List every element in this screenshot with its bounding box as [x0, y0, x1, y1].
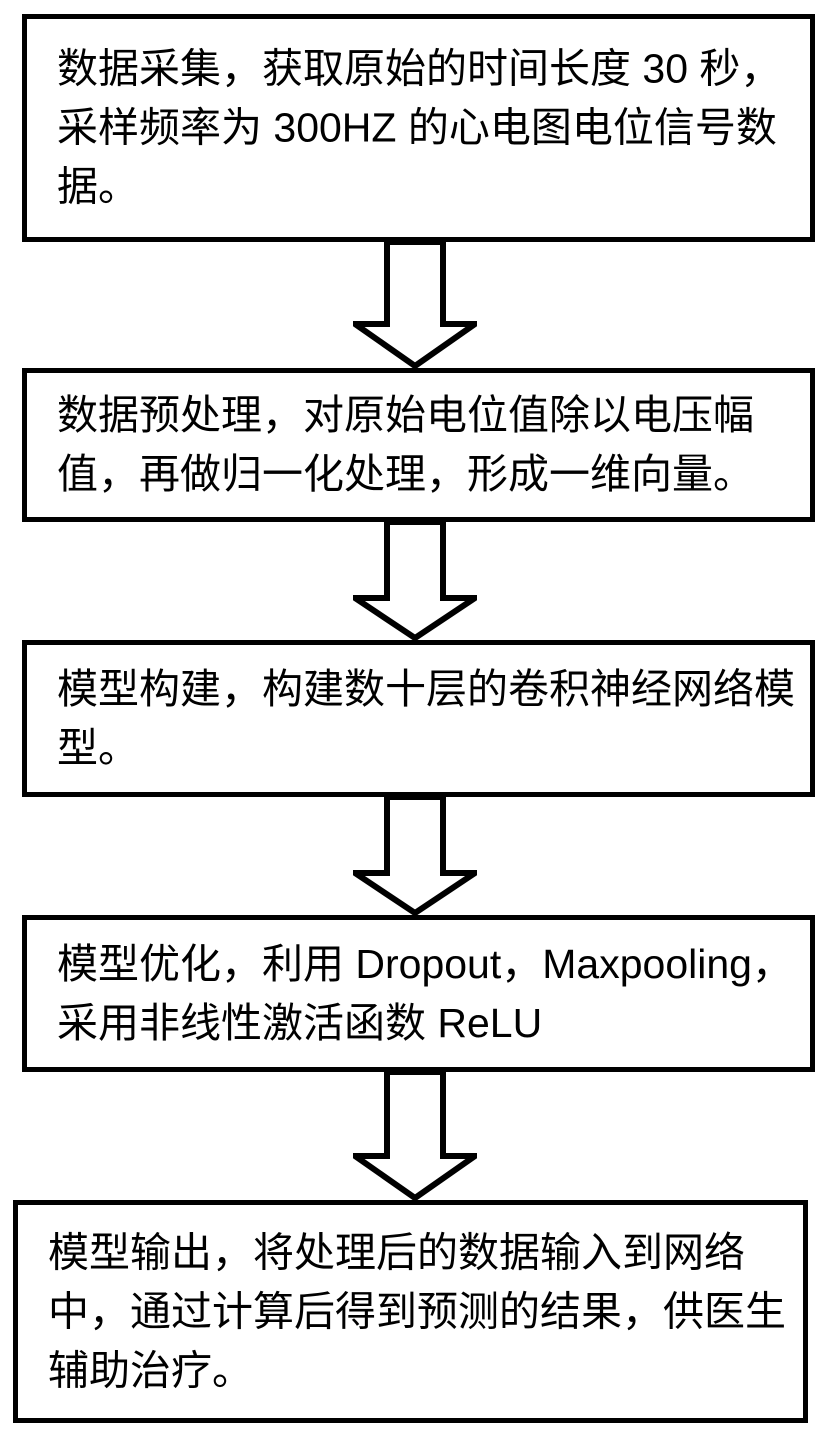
flow-node-label: 数据采集，获取原始的时间长度 30 秒，采样频率为 300HZ 的心电图电位信号… — [57, 45, 782, 210]
flow-node-model-optimization[interactable]: 模型优化，利用 Dropout，Maxpooling，采用非线性激活函数 ReL… — [22, 915, 815, 1072]
flow-node-label: 模型输出，将处理后的数据输入到网络中，通过计算后得到预测的结果，供医生辅助治疗。 — [48, 1229, 786, 1393]
arrow-down-icon — [353, 1072, 477, 1200]
flow-connector-arrow-down — [353, 1072, 477, 1200]
flow-connector-arrow-down — [353, 797, 477, 915]
arrow-down-icon — [353, 797, 477, 915]
flow-node-label: 数据预处理，对原始电位值除以电压幅值，再做归一化处理，形成一维向量。 — [57, 392, 754, 497]
flow-node-data-preprocessing[interactable]: 数据预处理，对原始电位值除以电压幅值，再做归一化处理，形成一维向量。 — [22, 368, 815, 522]
flow-connector-arrow-down — [353, 522, 477, 640]
flow-node-data-acquisition[interactable]: 数据采集，获取原始的时间长度 30 秒，采样频率为 300HZ 的心电图电位信号… — [22, 14, 815, 242]
flow-node-model-output[interactable]: 模型输出，将处理后的数据输入到网络中，通过计算后得到预测的结果，供医生辅助治疗。 — [13, 1200, 808, 1423]
flow-node-label: 模型优化，利用 Dropout，Maxpooling，采用非线性激活函数 ReL… — [57, 940, 793, 1046]
flow-node-label: 模型构建，构建数十层的卷积神经网络模型。 — [57, 665, 795, 771]
arrow-down-icon — [353, 522, 477, 640]
flow-node-model-construction[interactable]: 模型构建，构建数十层的卷积神经网络模型。 — [22, 640, 815, 797]
flow-connector-arrow-down — [353, 242, 477, 368]
arrow-down-icon — [353, 242, 477, 368]
